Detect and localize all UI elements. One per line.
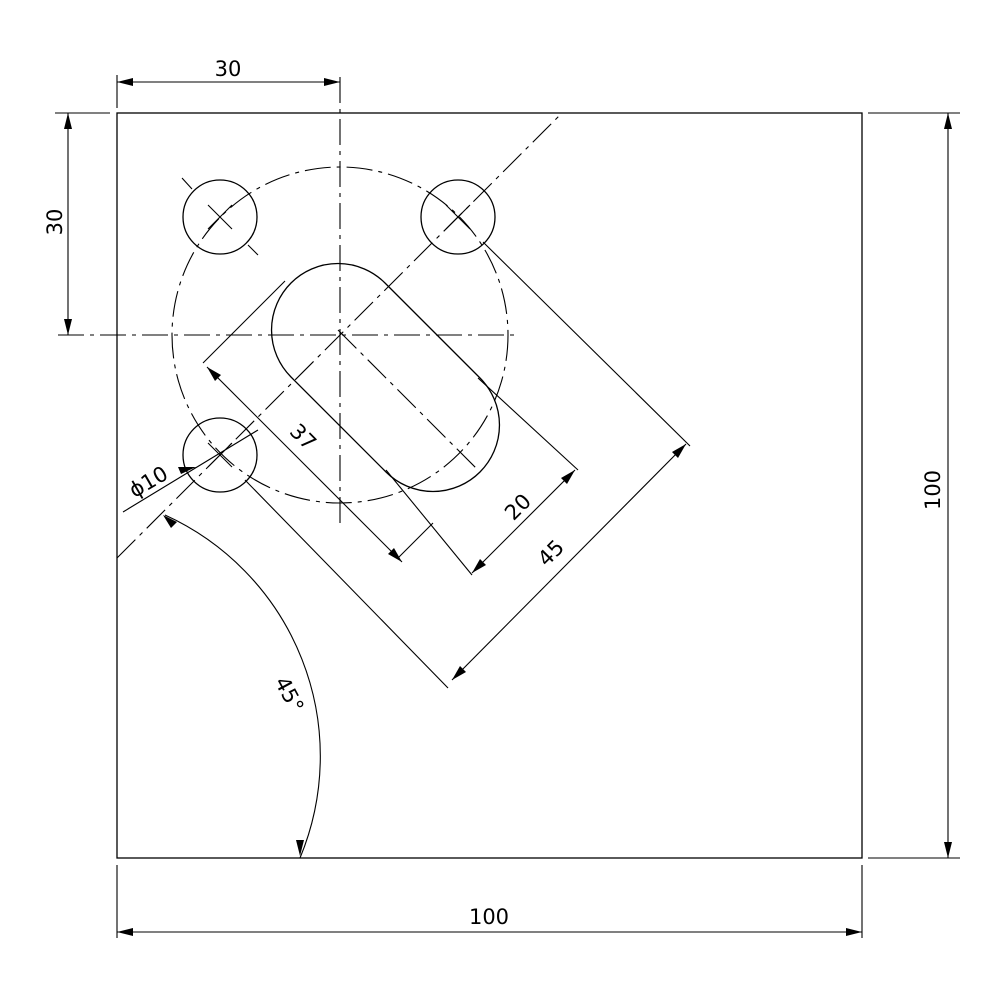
dim-label-20: 20 bbox=[500, 489, 536, 525]
diagonal-centerline bbox=[116, 112, 563, 559]
slot-centerline bbox=[337, 329, 479, 471]
dim-100-vertical bbox=[868, 112, 960, 859]
dim-label-100-horizontal: 100 bbox=[469, 905, 509, 929]
dim-100-horizontal bbox=[116, 865, 863, 938]
dim-20 bbox=[385, 377, 579, 576]
dim-label-37: 37 bbox=[285, 419, 321, 455]
dim-label-30-vertical: 30 bbox=[43, 209, 67, 236]
dim-30-horizontal bbox=[116, 75, 340, 108]
dim-label-30-horizontal: 30 bbox=[215, 57, 242, 81]
dim-label-angle: 45° bbox=[270, 673, 309, 717]
slot-outline bbox=[270, 262, 501, 493]
dim-45 bbox=[244, 241, 691, 689]
dim-37 bbox=[202, 280, 434, 563]
dim-angle bbox=[163, 514, 321, 859]
hole-top-right bbox=[420, 179, 496, 255]
dim-30-vertical bbox=[55, 112, 110, 335]
plate-outline bbox=[116, 112, 863, 859]
dim-label-45: 45 bbox=[533, 535, 569, 571]
dim-label-100-vertical: 100 bbox=[921, 470, 945, 510]
hole-bottom-left bbox=[182, 417, 258, 493]
dim-diameter-leader bbox=[122, 429, 259, 513]
hole-top-left bbox=[181, 177, 259, 256]
